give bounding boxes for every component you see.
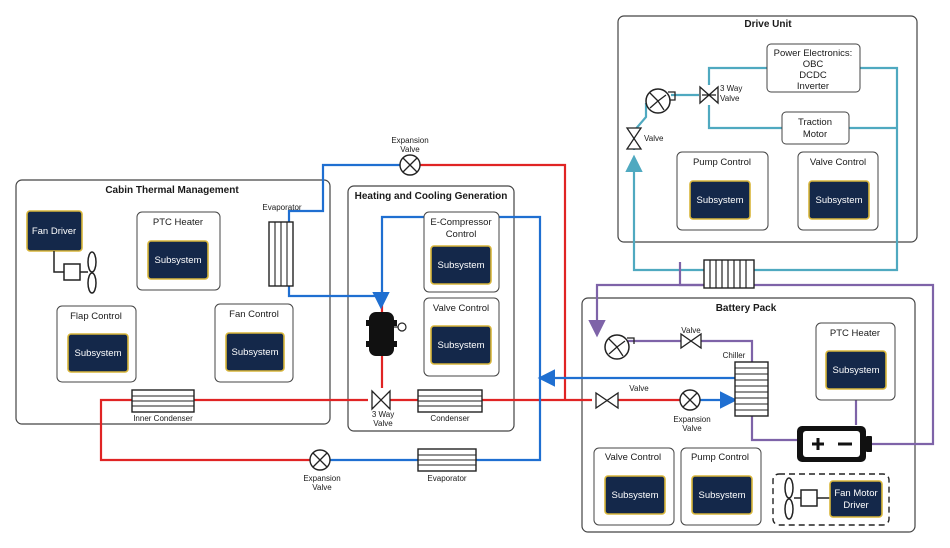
top-expansion-valve-label-2: Valve [400,145,420,154]
drive-valve-subsystem-label: Subsystem [816,195,863,206]
drive-pump-control-label: Pump Control [693,157,751,168]
cabin-evaporator-icon [268,221,294,287]
cabin-ptc-subsystem[interactable] [147,240,209,280]
battery-valve-mid-icon [595,391,619,410]
three-way-valve-icon [699,85,719,105]
battery-ptc-heater-label: PTC Heater [830,328,880,339]
e-compressor-label-2: Control [446,229,477,240]
hc-valve-control-label: Valve Control [433,303,489,314]
inner-condenser-label: Inner Condenser [133,414,193,423]
power-electronics-box [766,43,861,93]
battery-pump-subsystem[interactable] [691,475,753,515]
valve-icon [625,127,643,150]
hc-three-way-valve-label-1: 3 Way [372,410,394,419]
drive-valve-subsystem[interactable] [808,180,870,220]
power-electronics-label-4: Inverter [797,81,829,92]
bottom-expansion-valve-icon [309,449,331,471]
chiller-icon [734,361,769,417]
fan-driver-label: Fan Driver [32,226,76,237]
fan-motor-driver-subsystem[interactable] [829,480,883,518]
bottom-evaporator-icon [417,448,477,472]
battery-valve-top-label: Valve [681,326,701,335]
cabin-evaporator-label: Evaporator [262,203,301,212]
fan-control-label: Fan Control [229,309,279,320]
compressor-icon [366,312,407,356]
battery-expansion-valve-label-2: Valve [682,424,702,433]
hc-valve-subsystem-label: Subsystem [438,340,485,351]
top-expansion-valve-label-1: Expansion [391,136,428,145]
traction-motor-label-1: Traction [798,117,832,128]
battery-expansion-valve-label-1: Expansion [673,415,710,424]
bottom-expansion-valve-label-1: Expansion [303,474,340,483]
e-compressor-subsystem[interactable] [430,245,492,285]
fan-control-subsystem-label: Subsystem [232,347,279,358]
battery-fan-motor-box [800,489,818,507]
flap-control-label: Flap Control [70,311,122,322]
power-electronics-label-3: DCDC [799,70,827,81]
condenser-label: Condenser [430,414,469,423]
coolant-heat-exchanger [703,259,755,289]
battery-pump-control-label: Pump Control [691,452,749,463]
cabin-ptc-subsystem-label: Subsystem [155,255,202,266]
fan-motor-driver-label-2: Driver [843,500,868,511]
drive-pump-subsystem[interactable] [689,180,751,220]
drive-valve-control-label: Valve Control [810,157,866,168]
battery-valve-mid-label: Valve [629,384,649,393]
top-expansion-valve-icon [399,154,421,176]
traction-motor-box [781,111,850,145]
battery-expansion-valve-icon [679,389,701,411]
battery-pump-subsystem-label: Subsystem [699,490,746,501]
drive-three-way-valve-label-1: 3 Way [720,84,742,93]
drive-three-way-valve-label-2: Valve [720,94,740,103]
cabin-ptc-heater-label: PTC Heater [153,217,203,228]
battery-ptc-subsystem[interactable] [825,350,887,390]
pump-icon [645,88,676,114]
fan-icon [87,251,97,294]
battery-valve-top-icon [680,332,702,350]
battery-icon [797,426,872,462]
cabin-title: Cabin Thermal Management [105,185,239,196]
heating-cooling-title: Heating and Cooling Generation [355,191,508,202]
chiller-label: Chiller [723,351,746,360]
traction-motor-label-2: Motor [803,129,827,140]
drive-pump-subsystem-label: Subsystem [697,195,744,206]
fan-control-subsystem[interactable] [225,332,285,372]
condenser-icon [417,389,483,413]
fan-motor-driver-label-1: Fan Motor [834,488,877,499]
drive-unit-title: Drive Unit [744,19,792,30]
hc-three-way-valve-label-2: Valve [373,419,393,428]
bottom-expansion-valve-label-2: Valve [312,483,332,492]
battery-pack-title: Battery Pack [716,303,777,314]
inner-condenser-icon [131,389,195,413]
drive-valve-label: Valve [644,134,664,143]
battery-pump-icon [604,334,635,360]
battery-ptc-subsystem-label: Subsystem [833,365,880,376]
battery-valve-control-label: Valve Control [605,452,661,463]
hc-valve-subsystem[interactable] [430,325,492,365]
flap-subsystem[interactable] [67,333,129,373]
fan-driver-wire [53,251,64,273]
battery-coolant-lines [588,262,935,446]
power-electronics-label-1: Power Electronics: [774,48,853,59]
battery-fan-icon [784,477,794,520]
bottom-evaporator-label: Evaporator [427,474,466,483]
cold-refrigerant-lines [287,163,738,462]
battery-valve-subsystem[interactable] [604,475,666,515]
e-compressor-subsystem-label: Subsystem [438,260,485,271]
power-electronics-label-2: OBC [803,59,824,70]
flap-subsystem-label: Subsystem [75,348,122,359]
battery-valve-subsystem-label: Subsystem [612,490,659,501]
hc-three-way-valve-icon [371,389,391,411]
fan-motor-box [63,263,81,281]
e-compressor-label-1: E-Compressor [430,217,491,228]
